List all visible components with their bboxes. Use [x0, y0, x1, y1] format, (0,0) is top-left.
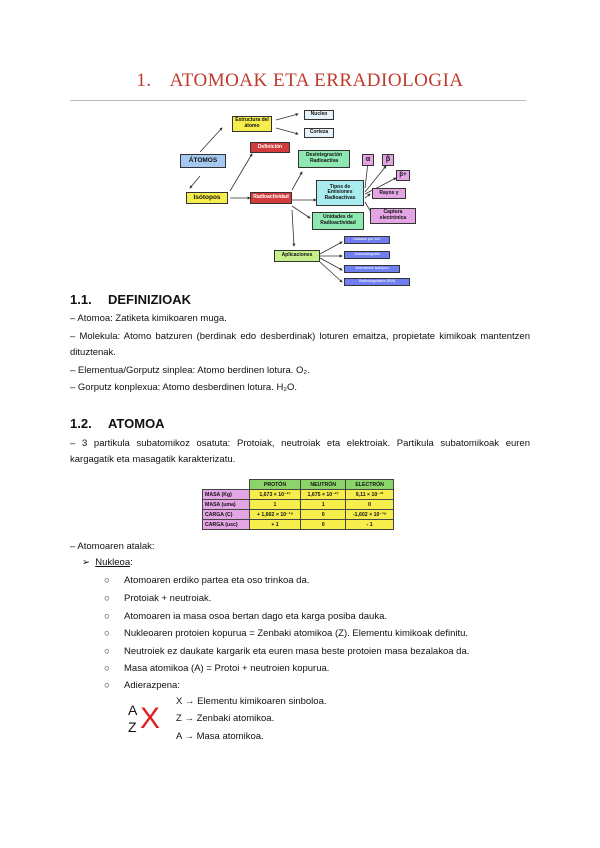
table-header: NEUTRÓN [300, 479, 347, 490]
table-row: CARGA (C) + 1,602 × 10⁻¹⁹ 0 -1,602 × 10⁻… [202, 509, 394, 520]
def-gorputz-konplexua: – Gorputz konplexua: Atomo desberdinen l… [70, 382, 298, 393]
title-number: 1. [136, 70, 152, 91]
node-aplicaciones: Aplicaciones [274, 250, 320, 262]
symbol-x: X [140, 702, 161, 735]
particles-table: PROTÓN NEUTRÓN ELECTRÓN MASA (Kg) 1,673 … [202, 479, 394, 530]
node-betaplus: β+ [396, 170, 410, 181]
table-header: PROTÓN [248, 479, 302, 490]
table-header: ELECTRÓN [345, 479, 394, 490]
symbol-z: Z [128, 719, 137, 735]
legend-x: X → Elementu kimikoaren sinboloa. [176, 696, 327, 707]
node-atomos: ÁTOMOS [180, 154, 226, 168]
node-desintegracion: Desintegración Radioactiva [298, 150, 350, 168]
atomoaren-atalak: – Atomoaren atalak: [70, 541, 155, 552]
nukleoa-bullet: ➢ Nukleoa: [82, 557, 133, 568]
node-app2: Autorradiografía [344, 251, 390, 259]
node-radioactividad: Radioactividad [250, 192, 292, 204]
def-atomoa: – Atomoa: Zatiketa kimikoaren muga. [70, 313, 227, 324]
title-rule [70, 100, 526, 101]
def-molekula: – Molekula: Atomo batzuren (berdinak edo… [70, 331, 530, 358]
section-heading-definizioak: 1.1.DEFINIZIOAK [70, 292, 192, 307]
node-corteza: Corteza [304, 128, 334, 138]
table-row: MASA (uma) 1 1 0 [202, 499, 394, 510]
table-row: CARGA (usc) + 1 0 - 1 [202, 519, 394, 530]
circle-bullet-icon: ○ [104, 628, 110, 639]
nuclide-notation: A Z X [128, 702, 168, 738]
table-corner [202, 479, 250, 490]
circle-bullet-icon: ○ [104, 663, 110, 674]
diagram-arrows [189, 113, 397, 283]
circle-bullet-icon: ○ [104, 611, 110, 622]
list-item: ○Adierazpena: [104, 680, 180, 691]
node-tipos: Tipos de Emisiones Radioactivas [316, 180, 364, 206]
node-definicion: Definición [250, 142, 290, 153]
node-captura: Captura electrónica [370, 208, 416, 224]
list-item: ○Atomoaren ia masa osoa bertan dago eta … [104, 611, 388, 622]
atomoa-intro: – 3 partikula subatomikoz osatuta: Proto… [70, 438, 530, 465]
def-elementua: – Elementua/Gorputz sinplea: Atomo berdi… [70, 365, 310, 376]
legend-z: Z → Zenbaki atomikoa. [176, 713, 275, 724]
page-title: 1. ATOMOAK ETA ERRADIOLOGIA [0, 70, 600, 92]
node-app4: Radiodiagnóstico (RIA) [344, 278, 410, 286]
legend-a: A → Masa atomikoa. [176, 731, 264, 742]
circle-bullet-icon: ○ [104, 646, 110, 657]
node-app1: Datación por 14C [344, 236, 390, 244]
node-estructura: Estructura del átomo [232, 116, 272, 132]
list-item: ○Nukleoaren protoien kopurua = Zenbaki a… [104, 628, 469, 639]
node-beta: β [382, 154, 394, 166]
node-alpha: α [362, 154, 374, 166]
node-rayos: Rayos γ [372, 188, 406, 199]
node-unidades: Unidades de Radioactividad [312, 212, 364, 230]
section-heading-atomoa: 1.2.ATOMOA [70, 416, 165, 431]
circle-bullet-icon: ○ [104, 593, 110, 604]
table-row: MASA (Kg) 1,673 × 10⁻²⁷ 1,675 × 10⁻²⁷ 9,… [202, 489, 394, 500]
list-item: ○Masa atomikoa (A) = Protoi + neutroien … [104, 663, 330, 674]
circle-bullet-icon: ○ [104, 575, 110, 586]
node-isotopos: Isótopos [186, 192, 228, 204]
atoms-concept-map: ÁTOMOS Estructura del átomo Nucleo Corte… [170, 106, 430, 292]
list-item: ○Protoiak + neutroiak. [104, 593, 212, 604]
node-nucleo: Nucleo [304, 110, 334, 120]
list-item: ○Atomoaren erdiko partea eta oso trinkoa… [104, 575, 310, 586]
node-app3: Intercambio isotópico [344, 265, 400, 273]
circle-bullet-icon: ○ [104, 680, 110, 691]
arrow-bullet-icon: ➢ [82, 557, 96, 568]
title-text: ATOMOAK ETA ERRADIOLOGIA [169, 70, 464, 91]
list-item: ○Neutroiek ez daukate kargarik eta euren… [104, 646, 470, 657]
symbol-a: A [128, 702, 138, 718]
